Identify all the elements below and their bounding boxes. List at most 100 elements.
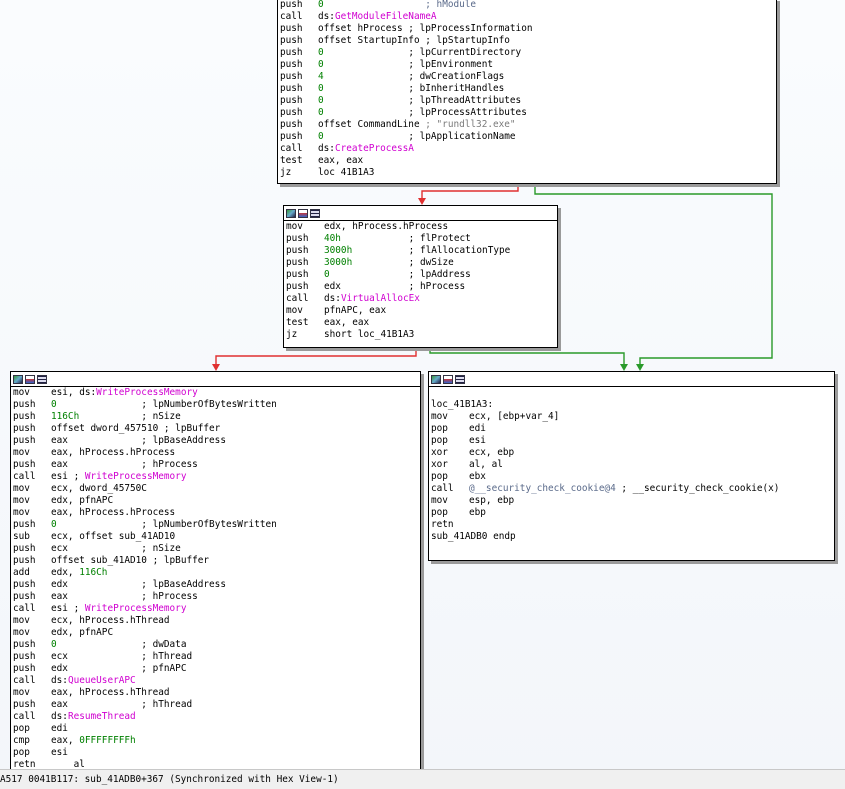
asm-line[interactable]: pushedx ; hProcess — [286, 281, 555, 293]
asm-line[interactable]: push0 ; lpNumberOfBytesWritten — [13, 519, 418, 531]
asm-line[interactable]: push116Ch ; nSize — [13, 411, 418, 423]
asm-mnemonic: xor — [431, 447, 469, 459]
asm-line[interactable]: push0 ; lpProcessAttributes — [280, 107, 774, 119]
asm-line[interactable]: push3000h ; dwSize — [286, 257, 555, 269]
asm-line[interactable]: jzloc 41B1A3 — [280, 167, 774, 179]
asm-line[interactable]: pushoffset sub_41AD10 ; lpBuffer — [13, 555, 418, 567]
asm-line[interactable]: movpfnAPC, eax — [286, 305, 555, 317]
block-header[interactable] — [429, 372, 834, 387]
asm-operands: ebx — [469, 471, 486, 483]
asm-line[interactable]: movecx, hProcess.hThread — [13, 615, 418, 627]
api-reference[interactable]: WriteProcessMemory — [85, 603, 187, 614]
asm-line[interactable]: movesi, ds:WriteProcessMemory — [13, 387, 418, 399]
asm-line[interactable]: push0 ; lpCurrentDirectory — [280, 47, 774, 59]
asm-line[interactable]: callesi ; WriteProcessMemory — [13, 471, 418, 483]
asm-line[interactable]: push0 ; lpApplicationName — [280, 131, 774, 143]
asm-line[interactable]: callesi ; WriteProcessMemory — [13, 603, 418, 615]
asm-line[interactable]: movecx, dword_45750C — [13, 483, 418, 495]
block-create-process[interactable]: push0 ; hModulecallds:GetModuleFileNameA… — [277, 0, 777, 184]
asm-line[interactable]: push0 ; lpNumberOfBytesWritten — [13, 399, 418, 411]
asm-line[interactable]: movecx, [ebp+var_4] — [431, 411, 832, 423]
asm-line[interactable]: pusheax ; hProcess — [13, 591, 418, 603]
asm-line[interactable]: pushedx ; lpBaseAddress — [13, 579, 418, 591]
asm-line[interactable]: moveax, hProcess.hProcess — [13, 447, 418, 459]
graph-view-icon[interactable] — [431, 375, 441, 384]
asm-line[interactable]: pushoffset hProcess ; lpProcessInformati… — [280, 23, 774, 35]
asm-line[interactable]: push0 ; hModule — [280, 0, 774, 11]
asm-mnemonic: push — [280, 0, 318, 11]
asm-line[interactable]: pusheax ; hProcess — [13, 459, 418, 471]
chart-view-icon[interactable] — [298, 209, 308, 218]
asm-line[interactable]: pushedx ; pfnAPC — [13, 663, 418, 675]
asm-line[interactable]: pushecx ; nSize — [13, 543, 418, 555]
asm-line[interactable]: pushecx ; hThread — [13, 651, 418, 663]
asm-line[interactable]: addedx, 116Ch — [13, 567, 418, 579]
api-reference[interactable]: VirtualAllocEx — [341, 293, 420, 304]
graph-view-icon[interactable] — [13, 375, 23, 384]
block-header[interactable] — [11, 372, 420, 387]
asm-line[interactable]: loc_41B1A3: — [431, 399, 832, 411]
asm-line[interactable]: call@__security_check_cookie@4 ; __secur… — [431, 483, 832, 495]
asm-line[interactable]: pusheax ; hThread — [13, 699, 418, 711]
block-epilogue[interactable]: loc_41B1A3:movecx, [ebp+var_4]popedipope… — [428, 371, 835, 561]
asm-line[interactable]: movedx, pfnAPC — [13, 495, 418, 507]
asm-line[interactable]: push40h ; flProtect — [286, 233, 555, 245]
asm-line[interactable]: callds:GetModuleFileNameA — [280, 11, 774, 23]
graph-view-icon[interactable] — [286, 209, 296, 218]
api-reference[interactable]: CreateProcessA — [335, 143, 414, 154]
asm-line[interactable]: popesi — [431, 435, 832, 447]
text-view-icon[interactable] — [455, 375, 465, 384]
asm-mnemonic: mov — [13, 687, 51, 699]
asm-line[interactable]: retn — [431, 519, 832, 531]
asm-line[interactable]: sub_41ADB0 endp — [431, 531, 832, 543]
asm-line[interactable]: jzshort loc_41B1A3 — [286, 329, 555, 341]
asm-line[interactable]: popedi — [13, 723, 418, 735]
asm-line[interactable]: popebp — [431, 507, 832, 519]
chart-view-icon[interactable] — [25, 375, 35, 384]
block-header[interactable] — [284, 206, 557, 221]
asm-line[interactable]: pushoffset dword_457510 ; lpBuffer — [13, 423, 418, 435]
asm-line[interactable]: callds:QueueUserAPC — [13, 675, 418, 687]
asm-line[interactable]: moveax, hProcess.hThread — [13, 687, 418, 699]
asm-line[interactable]: pushoffset StartupInfo ; lpStartupInfo — [280, 35, 774, 47]
asm-line[interactable]: callds:ResumeThread — [13, 711, 418, 723]
asm-line[interactable]: moveax, hProcess.hProcess — [13, 507, 418, 519]
asm-line[interactable]: popedi — [431, 423, 832, 435]
text-view-icon[interactable] — [310, 209, 320, 218]
chart-view-icon[interactable] — [443, 375, 453, 384]
asm-line[interactable]: callds:CreateProcessA — [280, 143, 774, 155]
asm-line[interactable]: pusheax ; lpBaseAddress — [13, 435, 418, 447]
asm-line[interactable]: callds:VirtualAllocEx — [286, 293, 555, 305]
api-reference[interactable]: GetModuleFileNameA — [335, 11, 437, 22]
asm-line[interactable]: testeax, eax — [280, 155, 774, 167]
asm-mnemonic: push — [280, 95, 318, 107]
api-reference[interactable]: ResumeThread — [68, 711, 136, 722]
asm-line[interactable]: cmpeax, 0FFFFFFFFh — [13, 735, 418, 747]
asm-mnemonic: push — [13, 699, 51, 711]
asm-line[interactable]: subecx, offset sub_41AD10 — [13, 531, 418, 543]
asm-line[interactable]: xorecx, ebp — [431, 447, 832, 459]
block-virtual-alloc[interactable]: movedx, hProcess.hProcesspush40h ; flPro… — [283, 205, 558, 348]
asm-line[interactable]: push4 ; dwCreationFlags — [280, 71, 774, 83]
asm-line[interactable]: popesi — [13, 747, 418, 759]
asm-line[interactable]: xoral, al — [431, 459, 832, 471]
asm-line[interactable]: movedx, pfnAPC — [13, 627, 418, 639]
asm-line[interactable]: push0 ; bInheritHandles — [280, 83, 774, 95]
asm-line[interactable] — [431, 387, 832, 399]
api-reference[interactable]: QueueUserAPC — [68, 675, 136, 686]
asm-line[interactable]: push0 ; lpEnvironment — [280, 59, 774, 71]
asm-line[interactable]: testeax, eax — [286, 317, 555, 329]
api-reference[interactable]: WriteProcessMemory — [96, 387, 198, 398]
asm-line[interactable]: push0 ; lpAddress — [286, 269, 555, 281]
asm-line[interactable]: movesp, ebp — [431, 495, 832, 507]
asm-line[interactable]: movedx, hProcess.hProcess — [286, 221, 555, 233]
asm-line[interactable]: popebx — [431, 471, 832, 483]
asm-line[interactable]: pushoffset CommandLine ; "rundll32.exe" — [280, 119, 774, 131]
block-write-memory[interactable]: movesi, ds:WriteProcessMemorypush0 ; lpN… — [10, 371, 421, 781]
text-view-icon[interactable] — [37, 375, 47, 384]
api-reference[interactable]: WriteProcessMemory — [85, 471, 187, 482]
asm-line[interactable]: push3000h ; flAllocationType — [286, 245, 555, 257]
asm-line[interactable]: push0 ; dwData — [13, 639, 418, 651]
operand-text: ; dwCreationFlags — [324, 71, 505, 82]
asm-line[interactable]: push0 ; lpThreadAttributes — [280, 95, 774, 107]
